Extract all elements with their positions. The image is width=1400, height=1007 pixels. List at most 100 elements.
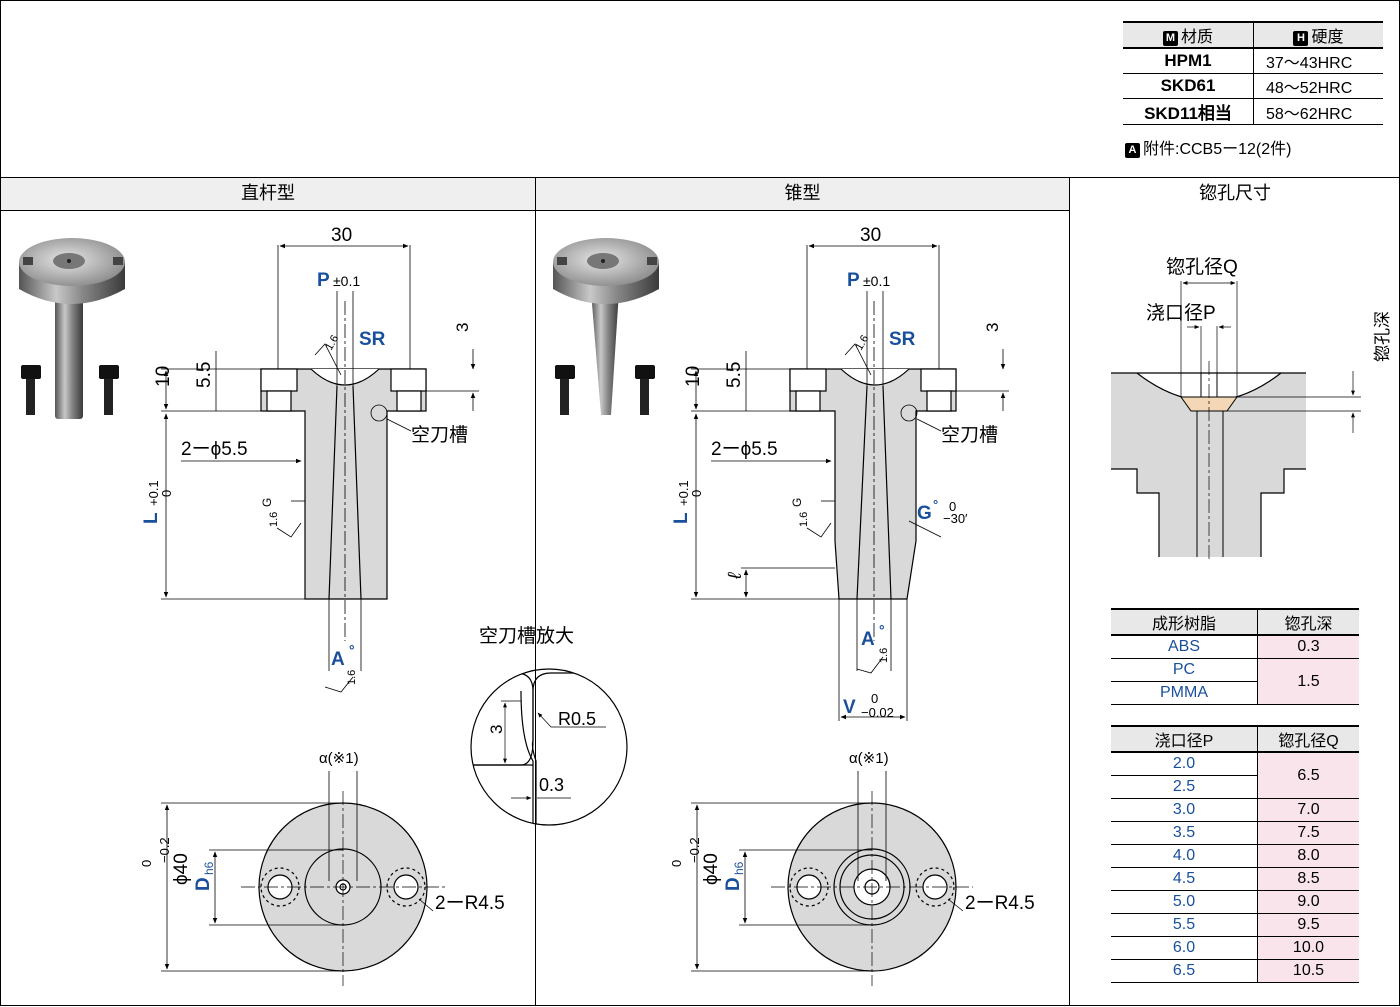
bolt-icon (635, 365, 655, 379)
bolt-icon (560, 379, 569, 415)
p-tolerance-label: ±0.1 (333, 273, 360, 289)
p-tolerance-label: ±0.1 (863, 273, 890, 289)
L-tol-zero: 0 (159, 490, 174, 497)
straight-photo (19, 238, 125, 419)
taper-section (789, 301, 957, 641)
gate-row: 6.5 10.5 (1111, 959, 1359, 983)
material-name: SKD11相当 (1123, 98, 1254, 125)
bolt-icon (26, 379, 35, 415)
countersink-depth-label: 锪孔深 (1373, 311, 1392, 362)
gate-q: 8.5 (1257, 867, 1359, 891)
G-tol-zero: 0 (949, 499, 956, 514)
L-label: L (671, 512, 692, 524)
gate-p: 3.0 (1111, 798, 1258, 822)
alpha-label: α(※1) (319, 750, 359, 767)
gate-p: 6.0 (1111, 936, 1258, 960)
resin-name: ABS (1111, 635, 1258, 659)
bolt-icon (555, 365, 575, 379)
straight-plan-dims (161, 771, 434, 972)
panel-title-counterbore: 锪孔尺寸 (1199, 183, 1271, 204)
L-tol-plus: +0.1 (146, 480, 161, 506)
gate-q: 7.0 (1257, 798, 1359, 822)
D-label: D (723, 877, 744, 891)
dim-55-label: 5.5 (724, 362, 745, 388)
gate-dia-label: 浇口径P (1146, 302, 1216, 324)
counterbore-view: 锪孔径Q 浇口径P 锪孔深 (1111, 256, 1392, 561)
resin-row: PMMA (1111, 681, 1359, 705)
bolt-icon (99, 365, 119, 379)
gate-p: 2.5 (1111, 775, 1258, 799)
V-label: V (843, 697, 856, 718)
straight-photo-hole (67, 259, 71, 263)
dim-10-label: 10 (683, 366, 704, 387)
gate-row: 3.5 7.5 (1111, 821, 1359, 845)
straight-photo-slot (113, 257, 123, 265)
resin-table-header: 成形树脂 锪孔深 (1111, 608, 1359, 636)
gate-table-header: 浇口径P 锪孔径Q (1111, 725, 1359, 753)
gate-p: 5.0 (1111, 890, 1258, 914)
taper-dims (691, 243, 1009, 721)
ell-label: ℓ (725, 572, 746, 580)
relief-groove-label: 空刀槽 (941, 424, 998, 446)
a-badge-icon: A (1125, 143, 1140, 158)
resin-header: 成形树脂 (1111, 608, 1258, 636)
roughness-label: 1.6 (323, 333, 341, 352)
hardness-value: 58～62HRC (1253, 98, 1383, 125)
relief-zoom-title: 空刀槽放大 (479, 625, 574, 647)
straight-photo-shaft (55, 291, 83, 419)
countersink-dia-label: 锪孔径Q (1166, 256, 1238, 278)
sr-label: SR (889, 329, 916, 350)
L-tol-plus: +0.1 (676, 480, 691, 506)
taper-photo-slot (557, 257, 567, 265)
phi40-tol-zero: 0 (139, 860, 154, 867)
gate-row: 2.0 6.5 (1111, 752, 1359, 799)
divider (1069, 178, 1070, 1005)
gate-q: 10.5 (1257, 959, 1359, 983)
gate-q: 8.0 (1257, 844, 1359, 868)
h6-label: h6 (732, 861, 746, 875)
G-tol-minus: −30′ (943, 511, 968, 526)
gate-row: 5.5 9.5 (1111, 913, 1359, 937)
straight-labels: 30 P ±0.1 SR 3 10 5.5 2ーϕ5.5 空刀槽 L +0.1 … (141, 225, 472, 685)
hardness-value: 37～43HRC (1253, 48, 1383, 74)
gate-p: 6.5 (1111, 959, 1258, 983)
gate-table: 浇口径P 锪孔径Q 2.0 6.5 2.5 3.0 7.0 3.5 7.5 4.… (1111, 725, 1359, 983)
V-tol-minus: −0.02 (861, 705, 894, 720)
A-label: A (331, 649, 345, 670)
dim-10-label: 10 (153, 366, 174, 387)
hardness-header-label: 硬度 (1311, 29, 1344, 46)
sr-label: SR (359, 329, 386, 350)
A-degree: ° (879, 622, 885, 638)
relief-r05-label: R0.5 (558, 709, 596, 729)
material-header-label: 材质 (1180, 29, 1213, 46)
gate-p: 4.0 (1111, 844, 1258, 868)
taper-photo-hole (601, 259, 605, 263)
taper-plan-view (771, 791, 973, 986)
G-label: G (790, 498, 804, 507)
A-degree: ° (349, 642, 355, 658)
gate-q: 10.0 (1257, 936, 1359, 960)
dim-3-label: 3 (983, 323, 1002, 332)
phi40-tol-minus: −0.2 (157, 837, 172, 863)
resin-name: PC (1111, 658, 1258, 682)
gate-row: 4.0 8.0 (1111, 844, 1359, 868)
gate-p: 2.0 (1111, 752, 1258, 776)
depth-value: 0.3 (1257, 635, 1359, 659)
gate-q: 7.5 (1257, 821, 1359, 845)
panel-title-taper: 锥型 (536, 178, 1069, 211)
L-label: L (141, 512, 162, 524)
phi40-label: ϕ40 (701, 853, 722, 885)
bolt-icon (21, 365, 41, 379)
taper-labels: 30 P ±0.1 SR 3 10 5.5 2ーϕ5.5 空刀槽 L +0.1 … (671, 225, 1002, 720)
p-label: P (847, 270, 860, 291)
taper-photo (553, 238, 659, 415)
h-badge-icon: H (1293, 31, 1309, 46)
phi40-tol-zero: 0 (669, 860, 684, 867)
straight-dims (161, 243, 479, 693)
roughness-label: 1.6 (346, 670, 358, 685)
